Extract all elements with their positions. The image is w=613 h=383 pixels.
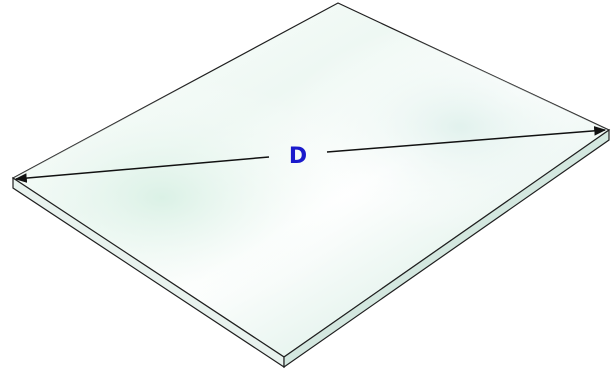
- plate-right-edge: [283, 128, 610, 369]
- dimension-arrow-right: [326, 126, 607, 153]
- dimension-arrow-left: [14, 156, 270, 183]
- plate-top-face-tint-right: [13, 3, 609, 357]
- dimension-label: D: [289, 144, 307, 169]
